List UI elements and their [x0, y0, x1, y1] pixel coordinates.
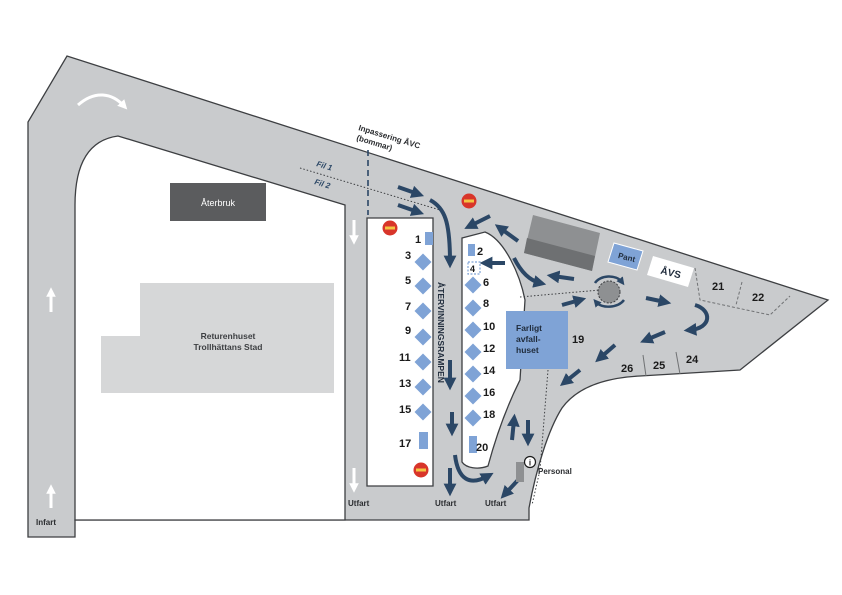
exit-left-label: Utfart — [348, 499, 370, 508]
container-18 — [464, 409, 482, 427]
parking-lines-21-22 — [694, 267, 791, 316]
station-10: 10 — [483, 321, 495, 333]
returhuset-building — [101, 283, 334, 393]
station-11: 11 — [399, 352, 411, 364]
hazardous-waste-building — [506, 311, 568, 369]
station-8: 8 — [483, 298, 489, 310]
returhuset-label-1: Returenhuset — [201, 331, 256, 341]
dotted-boundary-1 — [519, 289, 601, 298]
no-entry-icon — [461, 193, 477, 209]
flow-arrow-icon — [595, 343, 617, 363]
station-16: 16 — [483, 387, 495, 399]
container-2 — [468, 244, 475, 256]
reuse-building — [170, 183, 266, 221]
station-20: 20 — [476, 442, 488, 454]
reuse-label: Återbruk — [201, 198, 236, 208]
station-6: 6 — [483, 277, 489, 289]
container-15 — [414, 403, 432, 421]
no-entry-icon — [413, 462, 429, 478]
station-4: 4 — [470, 264, 475, 274]
station-numbers: 1 2 3 4 5 6 7 8 9 10 11 12 13 14 15 16 1… — [399, 234, 764, 454]
flow-arrow-icon — [397, 185, 425, 198]
flow-arrow-icon — [560, 368, 582, 386]
station-24: 24 — [686, 354, 699, 366]
roundabout-icon — [593, 275, 625, 308]
container-13 — [414, 378, 432, 396]
container-16 — [464, 387, 482, 405]
station-2: 2 — [477, 246, 483, 258]
flow-arrow-icon — [506, 413, 520, 441]
container-5 — [414, 277, 432, 295]
flow-arrow-icon — [640, 330, 666, 344]
station-13: 13 — [399, 378, 411, 390]
container-17 — [419, 432, 428, 449]
hazardous-label-2: avfall- — [516, 334, 541, 344]
station-5: 5 — [405, 275, 411, 287]
container-11 — [414, 353, 432, 371]
flow-arrow-icon — [546, 270, 575, 284]
station-1: 1 — [415, 234, 421, 246]
island-right — [461, 231, 526, 469]
container-10 — [464, 321, 482, 339]
container-1 — [425, 232, 433, 245]
staff-building — [516, 462, 524, 482]
hazardous-label-1: Farligt — [516, 323, 542, 333]
avs-station — [647, 256, 694, 287]
flow-arrows — [397, 185, 710, 499]
container-12 — [464, 343, 482, 361]
flow-arrow-icon — [428, 198, 457, 269]
flow-arrow-icon — [464, 214, 491, 229]
station-19: 19 — [572, 334, 584, 346]
exit-mid-label: Utfart — [435, 499, 457, 508]
staff-label: Personal — [538, 467, 572, 476]
station-26: 26 — [621, 363, 633, 375]
flow-arrow-icon — [512, 257, 547, 288]
parking-divider-24-25 — [642, 351, 681, 377]
flow-arrow-icon — [494, 224, 520, 243]
info-symbol: i — [529, 459, 531, 468]
hazardous-label-3: huset — [516, 345, 539, 355]
station-18: 18 — [483, 409, 495, 421]
station-9: 9 — [405, 325, 411, 337]
containers — [414, 232, 482, 453]
returhuset-label-2: Trollhättans Stad — [194, 342, 263, 352]
container-6 — [464, 276, 482, 294]
station-7: 7 — [405, 301, 411, 313]
flow-arrow-icon — [561, 295, 587, 308]
flow-arrow-icon — [453, 454, 494, 485]
station-22: 22 — [752, 292, 764, 304]
entrance-label: Infart — [36, 518, 56, 527]
container-14 — [464, 365, 482, 383]
flow-arrow-icon — [645, 294, 672, 307]
flow-arrow-icon — [500, 478, 520, 499]
flow-arrow-icon — [683, 303, 710, 336]
flow-arrow-icon — [397, 203, 425, 216]
deposit-station — [607, 242, 644, 271]
container-20 — [469, 436, 477, 453]
station-14: 14 — [483, 365, 496, 377]
container-9 — [414, 328, 432, 346]
container-7 — [414, 302, 432, 320]
gray-shed-roof — [524, 238, 595, 271]
container-3 — [414, 253, 432, 271]
ramp-label: ÅTERVINNINGSRAMPEN — [436, 282, 446, 383]
station-21: 21 — [712, 281, 724, 293]
no-entry-icon — [382, 220, 398, 236]
station-17: 17 — [399, 438, 411, 450]
station-15: 15 — [399, 404, 411, 416]
deposit-label: Pant — [617, 251, 636, 264]
exit-right-label: Utfart — [485, 499, 507, 508]
station-25: 25 — [653, 360, 665, 372]
info-icon: i — [523, 455, 537, 469]
curved-arrow-icon — [77, 93, 128, 110]
station-3: 3 — [405, 250, 411, 262]
station-12: 12 — [483, 343, 495, 355]
container-8 — [464, 299, 482, 317]
